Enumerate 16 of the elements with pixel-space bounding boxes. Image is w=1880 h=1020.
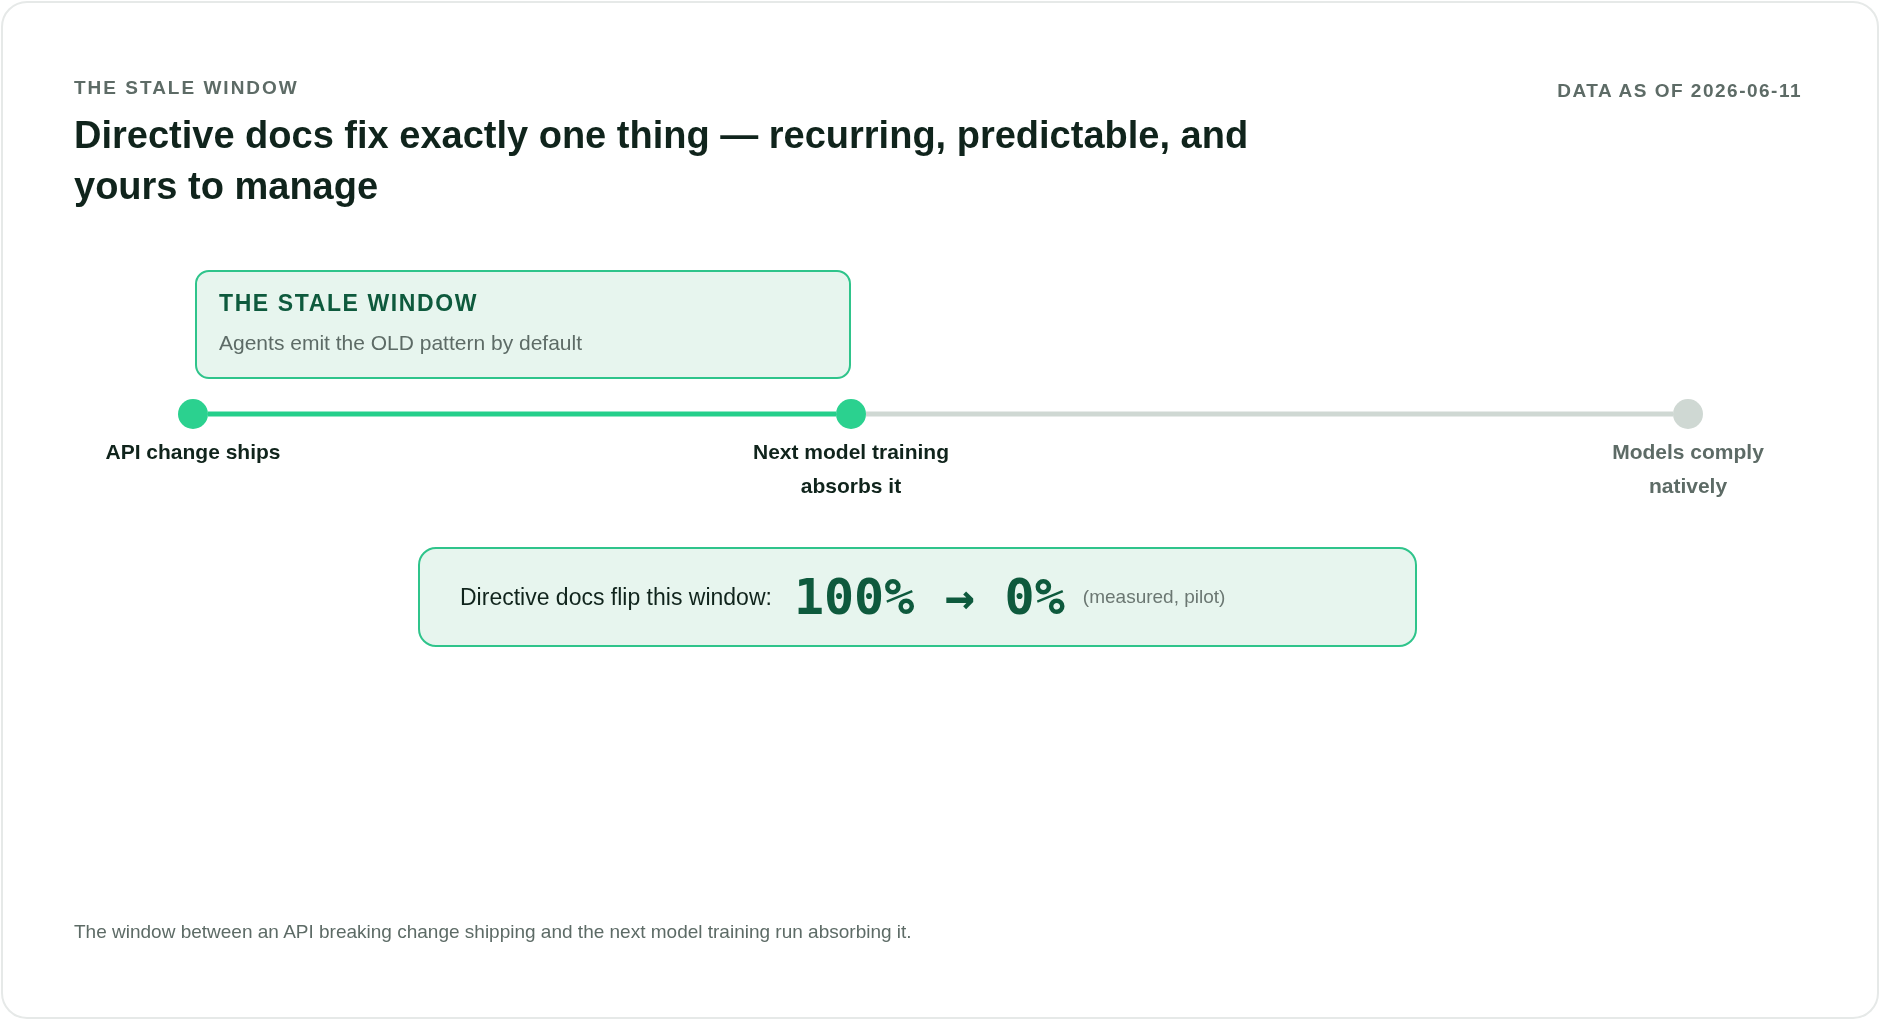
stat-label: Directive docs flip this window: xyxy=(460,583,772,611)
stat-value: 100% → 0% xyxy=(793,568,1065,626)
milestone-label: API change ships xyxy=(104,439,282,465)
info-panel xyxy=(195,270,851,379)
date-label: DATA AS OF 2026-06-11 xyxy=(1557,80,1802,102)
caption-text: The window between an API breaking change shipping and the next model training run absorbing it. xyxy=(74,921,912,943)
milestone-label: Models comply natively xyxy=(1611,439,1765,499)
note-text: (measured, pilot) xyxy=(1082,586,1226,608)
eyebrow-label: THE STALE WINDOW xyxy=(74,77,299,99)
highlight-panel xyxy=(418,547,1417,647)
milestone-label: Next model training absorbs it xyxy=(752,439,950,499)
panel-text: Agents emit the OLD pattern by default xyxy=(219,331,583,355)
panel-heading: THE STALE WINDOW xyxy=(219,290,478,317)
timeline-segment xyxy=(208,411,836,417)
page-title: Directive docs fix exactly one thing — recurring, predictable, and yours to manage xyxy=(74,113,1250,209)
timeline-segment xyxy=(866,411,1673,417)
